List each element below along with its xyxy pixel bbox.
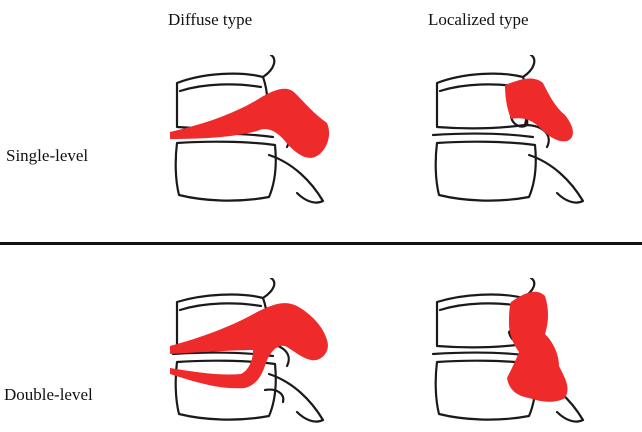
lesion-area (170, 89, 329, 158)
lesion-area (505, 79, 573, 142)
column-title-diffuse: Diffuse type (168, 10, 252, 30)
vertebra-single-localized (425, 55, 605, 215)
vertebra-double-localized (425, 278, 605, 430)
column-title-localized: Localized type (428, 10, 529, 30)
lesion-area (170, 303, 328, 388)
vertebra-single-diffuse (165, 55, 345, 215)
row-label-single-level: Single-level (6, 146, 88, 166)
vertebra-double-diffuse (165, 278, 345, 430)
lesion-area (507, 292, 567, 402)
row-label-double-level: Double-level (4, 385, 93, 405)
row-divider (0, 242, 642, 245)
